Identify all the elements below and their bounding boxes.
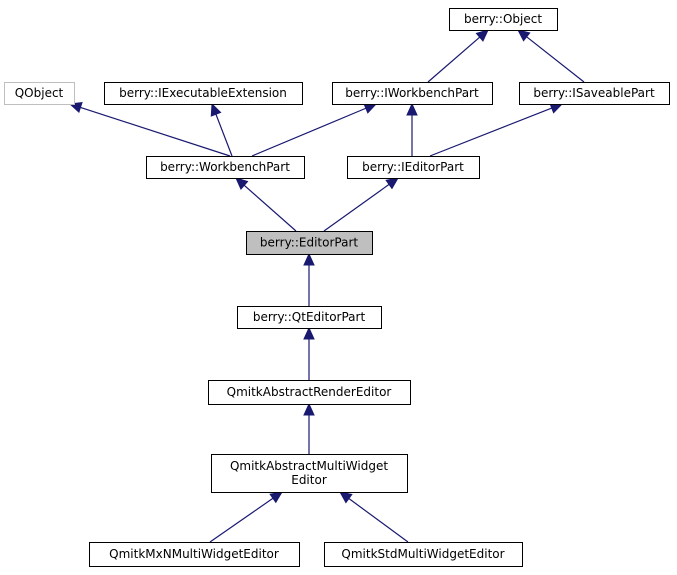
- class-box: [519, 82, 670, 105]
- class-box: [146, 156, 305, 179]
- arrowhead-icon: [385, 177, 399, 190]
- edge-line: [80, 106, 231, 157]
- class-label: berry::EditorPart: [260, 236, 358, 250]
- class-label: berry::IWorkbenchPart: [345, 86, 479, 100]
- arrowhead-icon: [303, 326, 315, 340]
- edge-wbpart-to-qobject: [68, 102, 231, 157]
- class-label: berry::QtEditorPart: [253, 310, 366, 324]
- class-box: [4, 82, 75, 105]
- class-box: [208, 380, 411, 405]
- class-node-editorpart: berry::EditorPart: [246, 231, 373, 255]
- class-label: berry::IEditorPart: [362, 160, 464, 174]
- edge-line: [526, 36, 585, 83]
- arrowhead-icon: [339, 491, 353, 504]
- class-box: [89, 542, 300, 567]
- edge-ieditor-to-iwbpart: [406, 102, 418, 156]
- edge-isaveable-to-object: [517, 29, 585, 83]
- edge-line: [323, 183, 390, 232]
- class-label: berry::ISaveablePart: [533, 86, 655, 100]
- arrowhead-icon: [68, 102, 83, 114]
- arrowhead-icon: [235, 177, 249, 190]
- edge-std-to-absmulti: [339, 491, 409, 543]
- arrowhead-icon: [269, 491, 283, 504]
- class-label: QmitkAbstractRenderEditor: [227, 385, 392, 399]
- arrowhead-icon: [517, 29, 531, 42]
- class-node-iexec[interactable]: berry::IExecutableExtension: [104, 82, 303, 105]
- edge-qteditor-to-editorpart: [303, 252, 315, 306]
- class-node-qteditor[interactable]: berry::QtEditorPart: [237, 306, 382, 329]
- class-node-mxn[interactable]: QmitkMxNMultiWidgetEditor: [89, 542, 300, 567]
- edge-iwbpart-to-object: [427, 29, 489, 83]
- class-box: [237, 306, 382, 329]
- class-node-std[interactable]: QmitkStdMultiWidgetEditor: [324, 542, 523, 567]
- class-label: QObject: [15, 86, 64, 100]
- arrowhead-icon: [210, 102, 222, 117]
- class-box: [246, 231, 373, 255]
- class-node-isaveable[interactable]: berry::ISaveablePart: [519, 82, 670, 105]
- edge-absmulti-to-absrender: [303, 402, 315, 454]
- class-box: [347, 156, 480, 179]
- edge-line: [427, 36, 481, 83]
- edge-wbpart-to-iexec: [210, 102, 233, 157]
- edge-line: [243, 184, 297, 232]
- edge-ieditor-to-isaveable: [429, 102, 564, 157]
- arrowhead-icon: [475, 29, 489, 42]
- class-box: [449, 8, 558, 31]
- edge-mxn-to-absmulti: [209, 491, 283, 543]
- edge-layer: [68, 29, 585, 543]
- class-label: Editor: [291, 473, 327, 487]
- class-label: berry::WorkbenchPart: [160, 160, 290, 174]
- edge-wbpart-to-iwbpart: [251, 103, 378, 157]
- class-node-object[interactable]: berry::Object: [449, 8, 558, 31]
- class-node-ieditor[interactable]: berry::IEditorPart: [347, 156, 480, 179]
- edge-editorpart-to-ieditor: [323, 177, 399, 232]
- class-node-absrender[interactable]: QmitkAbstractRenderEditor: [208, 380, 411, 405]
- arrowhead-icon: [406, 102, 418, 116]
- class-node-qobject[interactable]: QObject: [4, 82, 75, 105]
- arrowhead-icon: [303, 402, 315, 416]
- class-node-iwbpart[interactable]: berry::IWorkbenchPart: [332, 82, 493, 105]
- class-node-wbpart[interactable]: berry::WorkbenchPart: [146, 156, 305, 179]
- edge-line: [209, 497, 274, 543]
- class-box: [211, 454, 408, 493]
- class-label: QmitkMxNMultiWidgetEditor: [109, 547, 279, 561]
- class-box: [104, 82, 303, 105]
- class-label: berry::Object: [464, 12, 542, 26]
- arrowhead-icon: [363, 103, 378, 114]
- edge-line: [348, 498, 409, 543]
- class-label: QmitkStdMultiWidgetEditor: [341, 547, 504, 561]
- class-box: [332, 82, 493, 105]
- edge-line: [215, 114, 233, 157]
- edge-absrender-to-qteditor: [303, 326, 315, 380]
- edge-editorpart-to-wbpart: [235, 177, 297, 232]
- edge-line: [251, 107, 367, 157]
- class-label: QmitkAbstractMultiWidget: [230, 459, 388, 473]
- arrowhead-icon: [303, 252, 315, 266]
- edge-line: [429, 107, 552, 157]
- class-box: [324, 542, 523, 567]
- class-label: berry::IExecutableExtension: [119, 86, 287, 100]
